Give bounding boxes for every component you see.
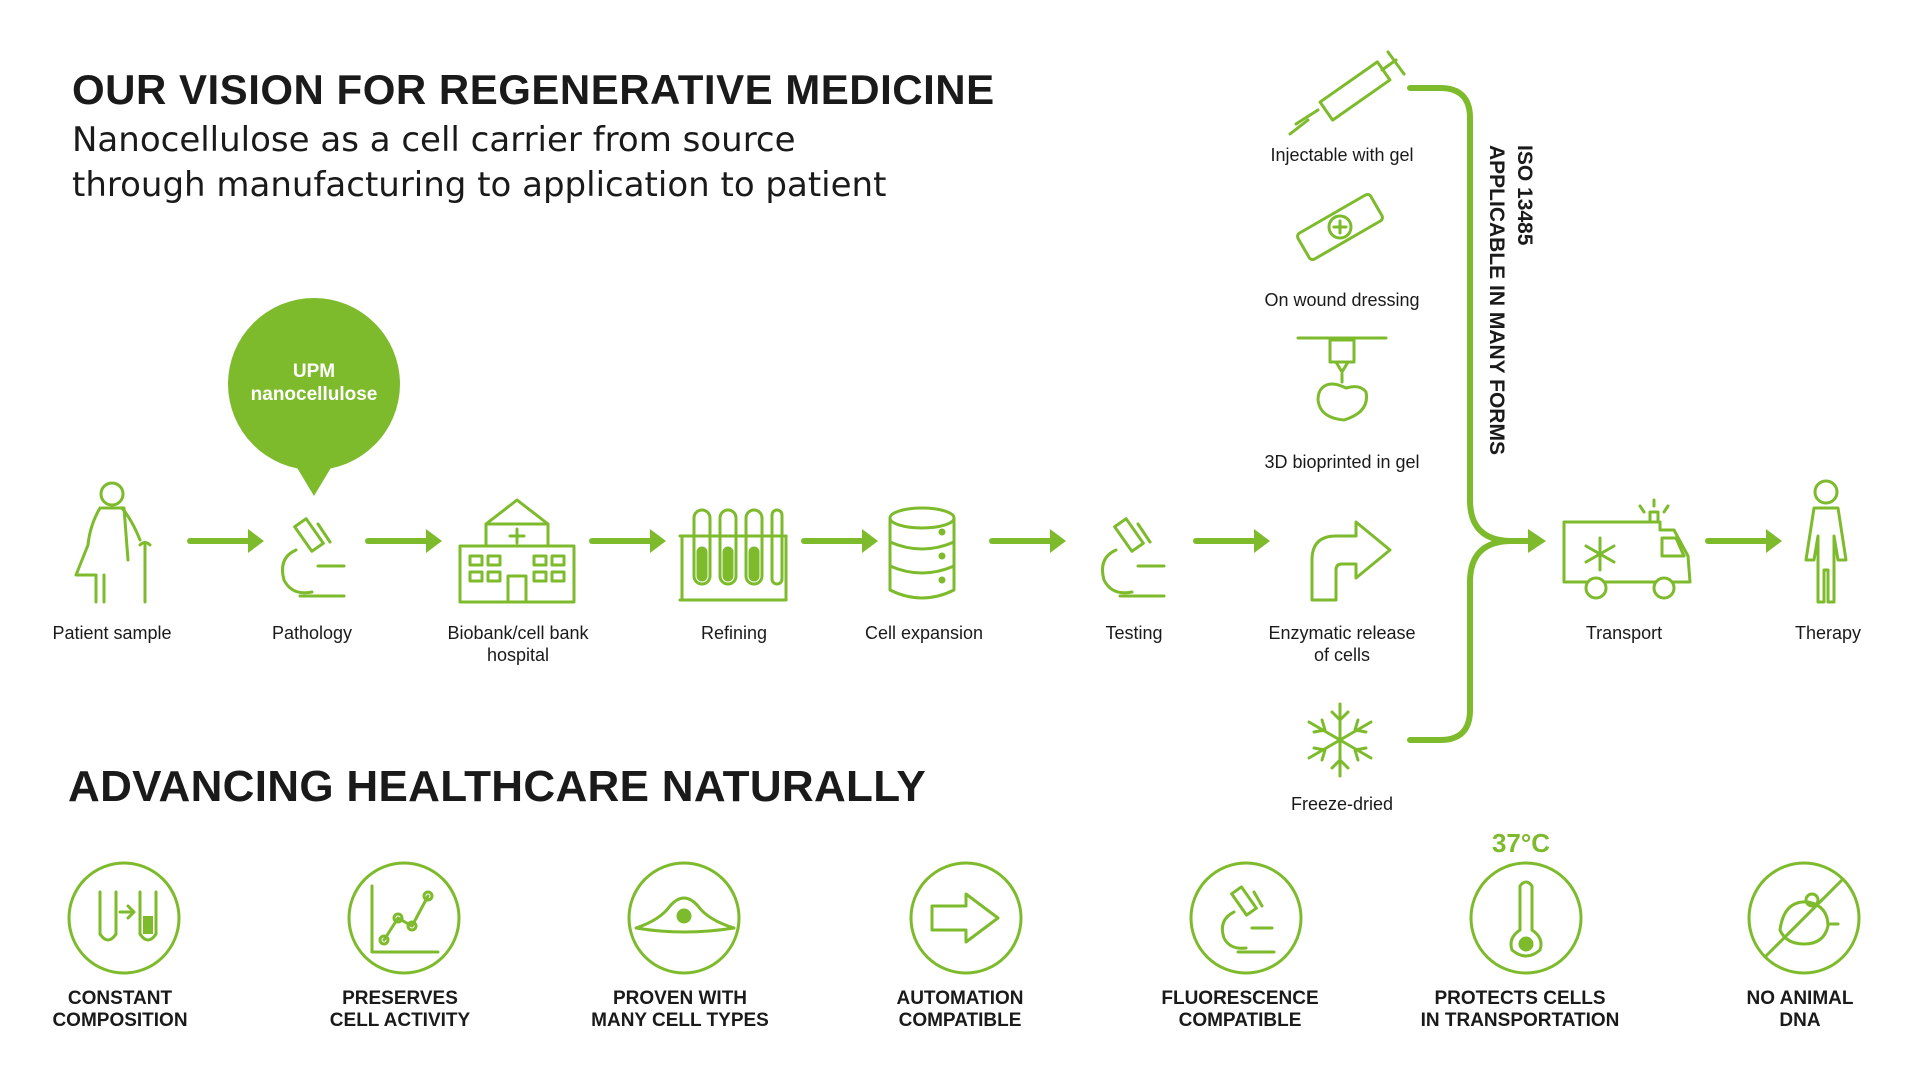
arrow-1 — [187, 529, 264, 553]
feature-1-line-1: PRESERVES — [342, 988, 458, 1009]
step-label-therapy: Therapy — [1794, 623, 1862, 643]
applicable-line: APPLICABLE IN MANY FORMS — [1485, 145, 1508, 455]
bubble-line-2: nanocellulose — [250, 384, 378, 405]
feature-2-line-2: MANY CELL TYPES — [591, 1010, 769, 1031]
ambulance-icon — [1562, 498, 1692, 600]
iso-line: ISO 13485 — [1513, 145, 1536, 246]
feature-5-line-2: IN TRANSPORTATION — [1420, 1010, 1620, 1031]
step-label-cell-expansion: Cell expansion — [864, 623, 984, 643]
feature-4-line-1: FLUORESCENCE — [1161, 988, 1319, 1009]
feature-label-preserves-cell-activity: PRESERVES CELL ACTIVITY — [330, 988, 470, 1032]
step-label-enzymatic-line-1: Enzymatic release — [1268, 623, 1416, 643]
database-stack-icon — [888, 506, 956, 600]
feature-6-line-1: NO ANIMAL — [1746, 988, 1854, 1009]
page-title: OUR VISION FOR REGENERATIVE MEDICINE — [72, 66, 995, 113]
bubble-line-1: UPM — [292, 361, 336, 382]
arrow-2 — [365, 529, 442, 553]
arrow-6 — [1193, 529, 1270, 553]
arrow-7 — [1705, 529, 1782, 553]
microscope-icon-pathology — [281, 517, 346, 598]
feature-label-constant-composition: CONSTANT COMPOSITION — [52, 988, 187, 1032]
feature-label-protects-cells: PROTECTS CELLS IN TRANSPORTATION — [1421, 988, 1620, 1032]
feature-6-line-2: DNA — [1779, 1010, 1821, 1031]
upm-nanocellulose-bubble — [228, 298, 400, 496]
microscope-icon-testing — [1101, 517, 1166, 598]
line-graph-icon — [347, 861, 461, 975]
syringe-icon — [1288, 50, 1406, 136]
step-label-patient-sample: Patient sample — [52, 623, 172, 643]
feature-1-line-2: CELL ACTIVITY — [329, 1010, 471, 1031]
no-mouse-icon — [1747, 861, 1861, 975]
form-label-injectable: Injectable with gel — [1270, 145, 1414, 165]
microscope-icon-feature — [1189, 861, 1303, 975]
bubble-label: UPM nanocellulose — [228, 360, 400, 406]
bandage-icon — [1296, 192, 1384, 262]
feature-4-line-2: COMPATIBLE — [1178, 1010, 1302, 1031]
cell-icon — [627, 861, 741, 975]
iso-vertical-label: ISO 13485 APPLICABLE IN MANY FORMS — [1478, 145, 1538, 475]
step-label-enzymatic-line-2: of cells — [1313, 645, 1371, 665]
arrow-5 — [989, 529, 1066, 553]
test-tubes-icon — [678, 508, 788, 602]
person-icon — [1804, 479, 1848, 604]
feature-0-line-2: COMPOSITION — [52, 1010, 188, 1031]
step-label-enzymatic-release: Enzymatic release of cells — [1268, 622, 1415, 666]
feature-label-fluorescence: FLUORESCENCE COMPATIBLE — [1161, 988, 1318, 1032]
feature-label-no-animal-dna: NO ANIMAL DNA — [1747, 988, 1854, 1032]
feature-3-line-1: AUTOMATION — [896, 988, 1024, 1009]
bioprinter-icon — [1296, 336, 1388, 422]
feature-2-line-1: PROVEN WITH — [612, 988, 748, 1009]
form-label-freeze-dried: Freeze-dried — [1290, 794, 1394, 814]
step-label-biobank: Biobank/cell bank hospital — [447, 622, 588, 666]
step-label-biobank-line-1: Biobank/cell bank — [447, 623, 589, 643]
page-subtitle: Nanocellulose as a cell carrier from sou… — [72, 118, 886, 208]
temperature-label: 37°C — [1491, 828, 1551, 858]
arrow-right-icon — [909, 861, 1023, 975]
tubes-transfer-icon — [67, 861, 181, 975]
elderly-person-icon — [74, 481, 152, 604]
step-label-refining: Refining — [700, 623, 768, 643]
thermometer-icon — [1469, 861, 1583, 975]
form-label-bioprinted: 3D bioprinted in gel — [1264, 452, 1420, 472]
subtitle-line-1: Nanocellulose as a cell carrier from sou… — [72, 120, 796, 160]
feature-icons — [67, 861, 1861, 975]
feature-0-line-1: CONSTANT — [67, 988, 173, 1009]
curved-arrow-icon — [1310, 520, 1392, 602]
feature-label-automation: AUTOMATION COMPATIBLE — [896, 988, 1023, 1032]
step-label-transport: Transport — [1585, 623, 1663, 643]
form-label-wound-dressing: On wound dressing — [1264, 290, 1420, 310]
arrow-3 — [589, 529, 666, 553]
process-arrows — [187, 529, 1782, 553]
feature-3-line-2: COMPATIBLE — [898, 1010, 1022, 1031]
arrow-4 — [801, 529, 878, 553]
subtitle-line-2: through manufacturing to application to … — [72, 165, 887, 205]
section-title: ADVANCING HEALTHCARE NATURALLY — [68, 762, 927, 811]
feature-5-line-1: PROTECTS CELLS — [1434, 988, 1606, 1009]
step-label-pathology: Pathology — [271, 623, 353, 643]
hospital-icon — [458, 498, 576, 604]
feature-label-proven-cell-types: PROVEN WITH MANY CELL TYPES — [591, 988, 769, 1032]
snowflake-icon — [1307, 702, 1373, 778]
forms-bracket — [1407, 85, 1546, 743]
step-label-biobank-line-2: hospital — [486, 645, 550, 665]
step-label-testing: Testing — [1105, 623, 1163, 643]
